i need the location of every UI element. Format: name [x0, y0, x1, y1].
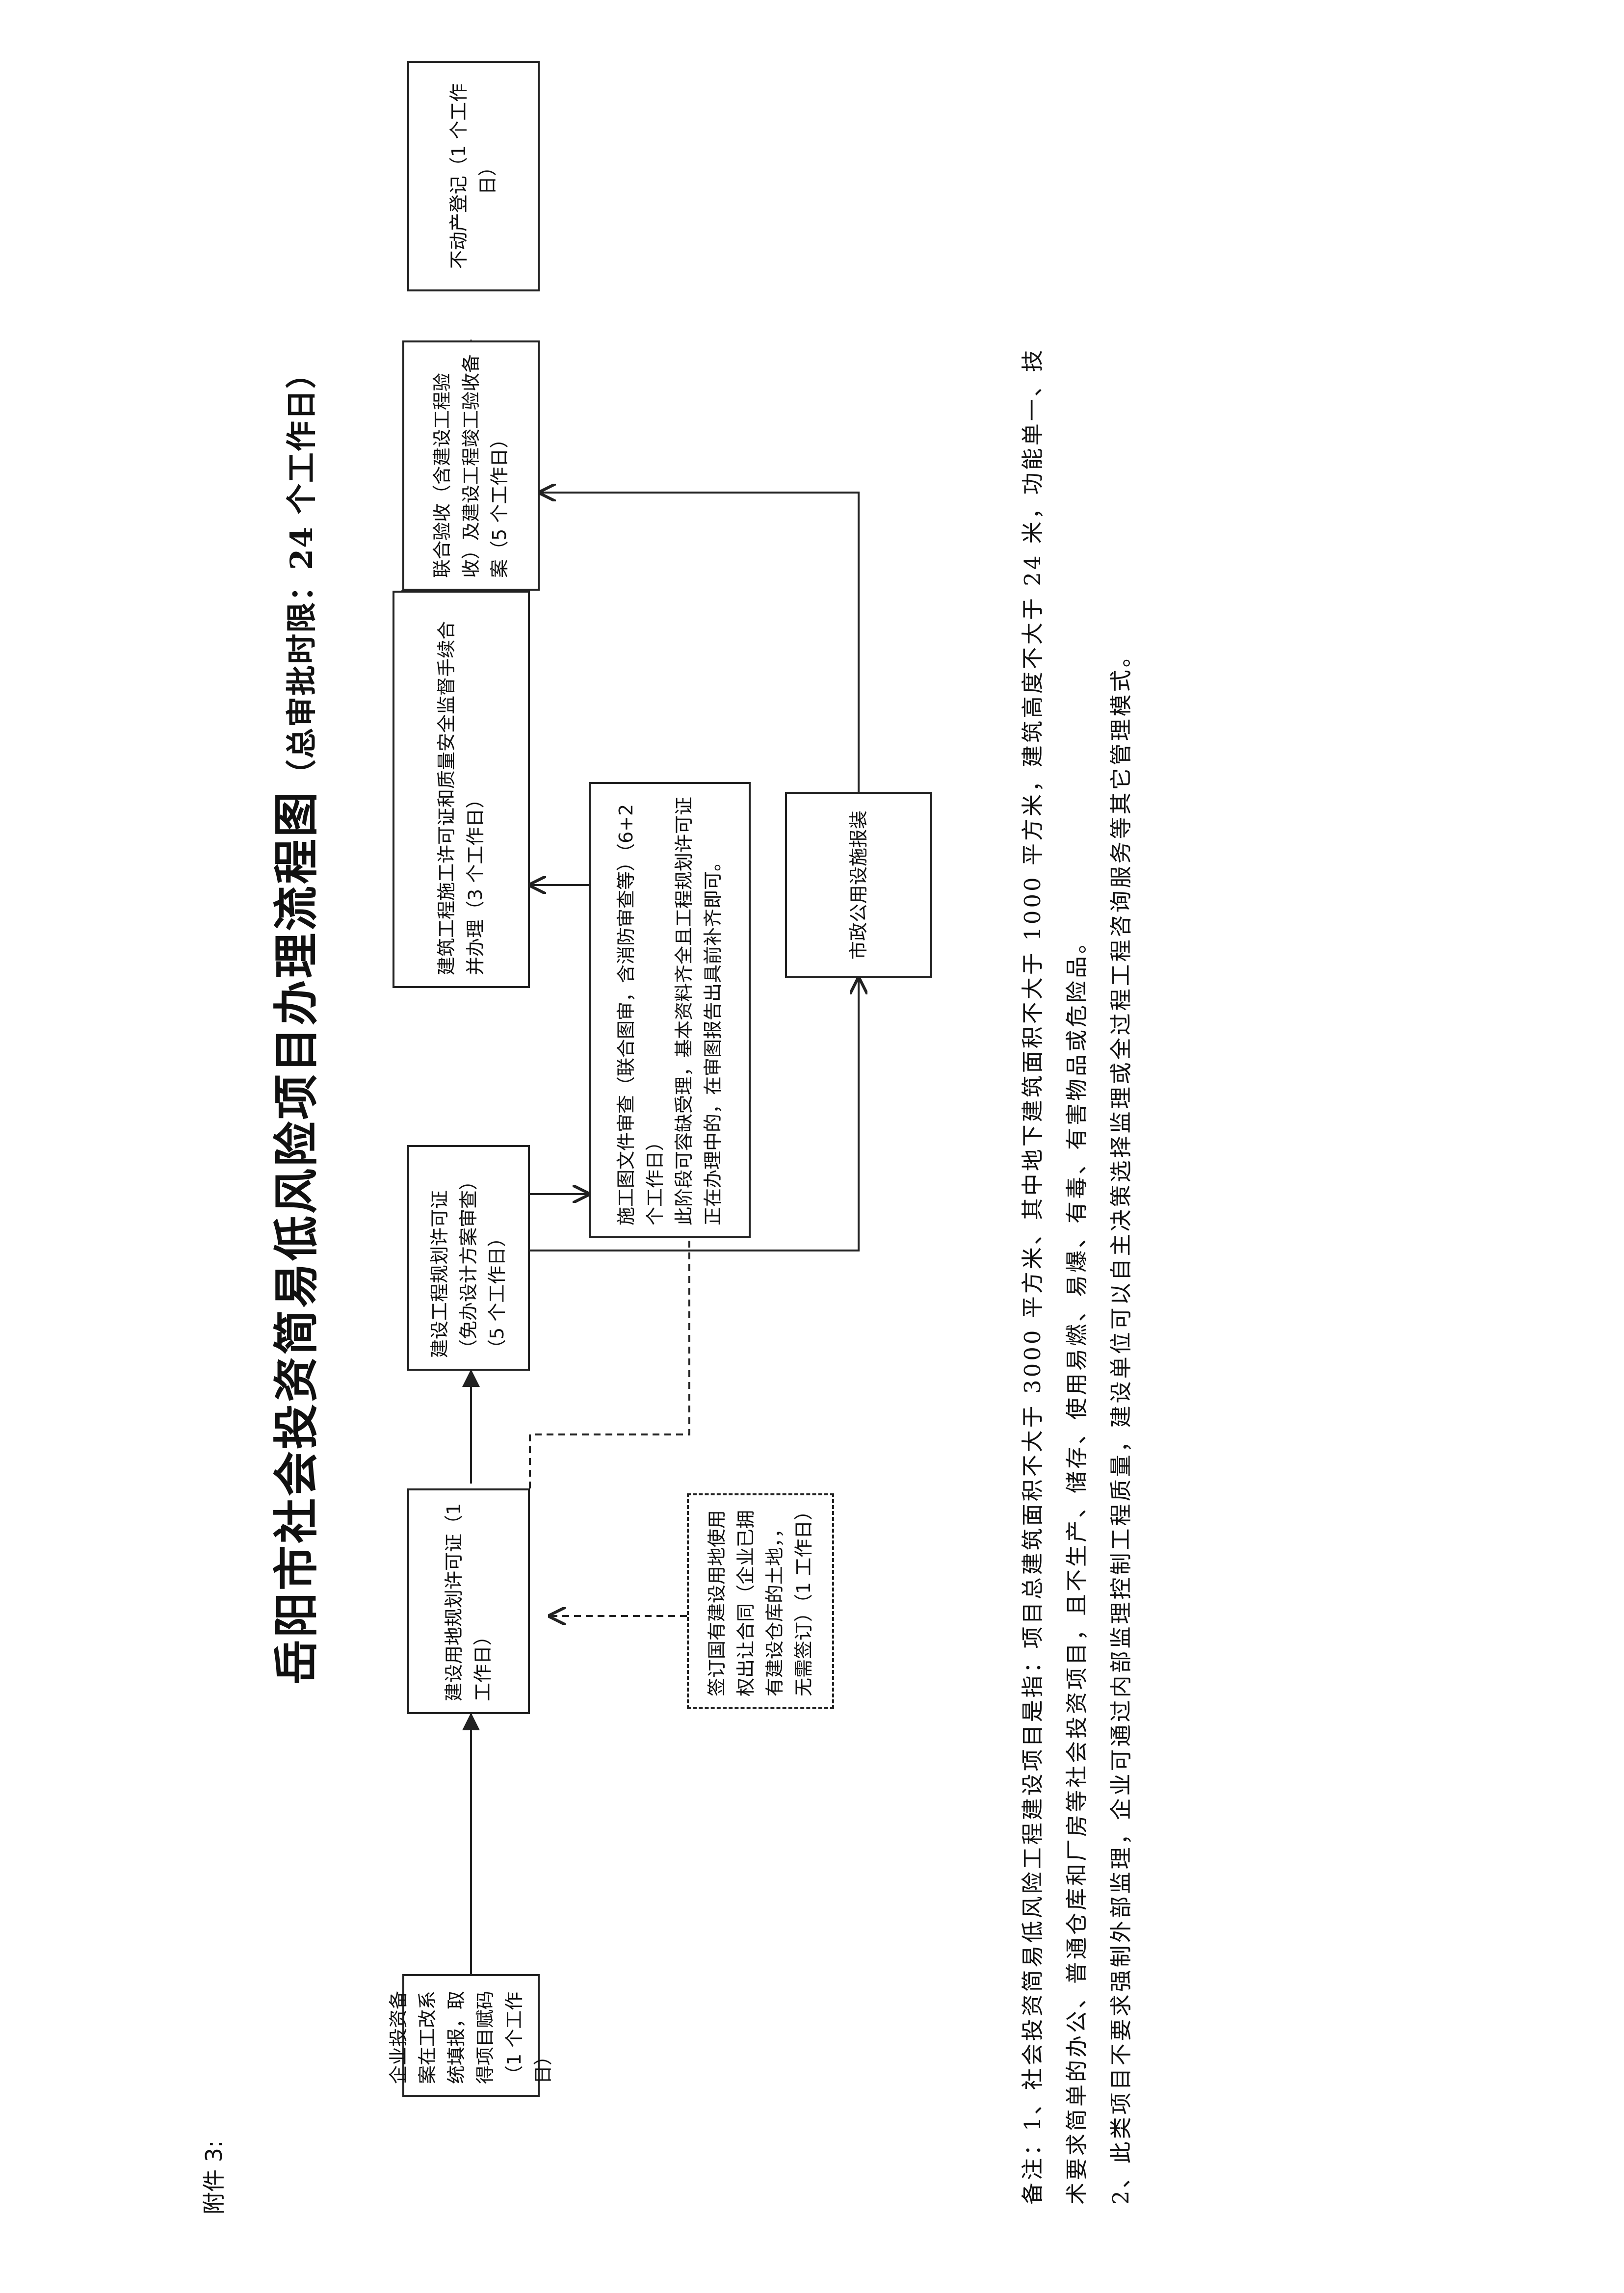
- node-municipal-utilities-text: 市政公用设施报装: [847, 810, 869, 960]
- node-land-planning-permit: 建设用地规划许可证（1 工作日）: [407, 1488, 530, 1714]
- note-line-1: 备注：1、社会投资简易低风险工程建设项目是指：项目总建筑面积不大于 3000 平…: [1020, 347, 1046, 2205]
- node-project-filing-text: 企业投资备案在工改系统填报，取得项目赋码（1 个工作日）: [388, 1990, 554, 2084]
- node-engineering-planning-permit-text: 建设工程规划许可证（免办设计方案审查）（5 个工作日）: [428, 1171, 508, 1358]
- node-joint-acceptance: 联合验收（含建设工程验收）及建设工程竣工验收备案（5 个工作日）: [402, 340, 540, 591]
- arrow-n6-n7: [540, 493, 860, 792]
- node-drawing-review-text: 施工图文件审查（联合图审，含消防审查等）（6+2个工作日） 此阶段可容缺受理，基…: [615, 796, 724, 1225]
- node-drawing-review: 施工图文件审查（联合图审，含消防审查等）（6+2个工作日） 此阶段可容缺受理，基…: [589, 782, 751, 1238]
- notes-section: 备注：1、社会投资简易低风险工程建设项目是指：项目总建筑面积不大于 3000 平…: [1011, 154, 1143, 2205]
- node-property-registration: 不动产登记（1 个工作日）: [407, 61, 540, 291]
- note-line-2: 术要求简单的办公、普通仓库和厂房等社会投资项目，且不生产、储存、使用易燃、易爆、…: [1064, 929, 1090, 2205]
- node-land-transfer-contract: 签订国有建设用地使用权出让合同（企业已拥有建设仓库的土地，，无需签订）（1 工作…: [687, 1493, 834, 1709]
- arrow-n3-n6: [530, 978, 859, 1251]
- node-land-transfer-contract-text: 签订国有建设用地使用权出让合同（企业已拥有建设仓库的土地，，无需签订）（1 工作…: [706, 1501, 814, 1696]
- node-land-planning-permit-text: 建设用地规划许可证（1 工作日）: [443, 1503, 494, 1701]
- node-project-filing: 企业投资备案在工改系统填报，取得项目赋码（1 个工作日）: [388, 1974, 554, 2097]
- note-line-3: 2、此类项目不要求强制外部监理，企业可通过内部监理控制工程质量，建设单位可以自主…: [1108, 643, 1134, 2205]
- node-engineering-planning-permit: 建设工程规划许可证（免办设计方案审查）（5 个工作日）: [407, 1145, 530, 1371]
- node-construction-permit-text: 建筑工程施工许可证和质量安全监督手续合并办理（3 个工作日）: [436, 621, 486, 975]
- node-municipal-utilities: 市政公用设施报装: [785, 792, 932, 978]
- node-property-registration-text: 不动产登记（1 个工作日）: [448, 83, 498, 269]
- node-construction-permit: 建筑工程施工许可证和质量安全监督手续合并办理（3 个工作日）: [393, 591, 530, 988]
- node-joint-acceptance-text: 联合验收（含建设工程验收）及建设工程竣工验收备案（5 个工作日）: [431, 354, 511, 578]
